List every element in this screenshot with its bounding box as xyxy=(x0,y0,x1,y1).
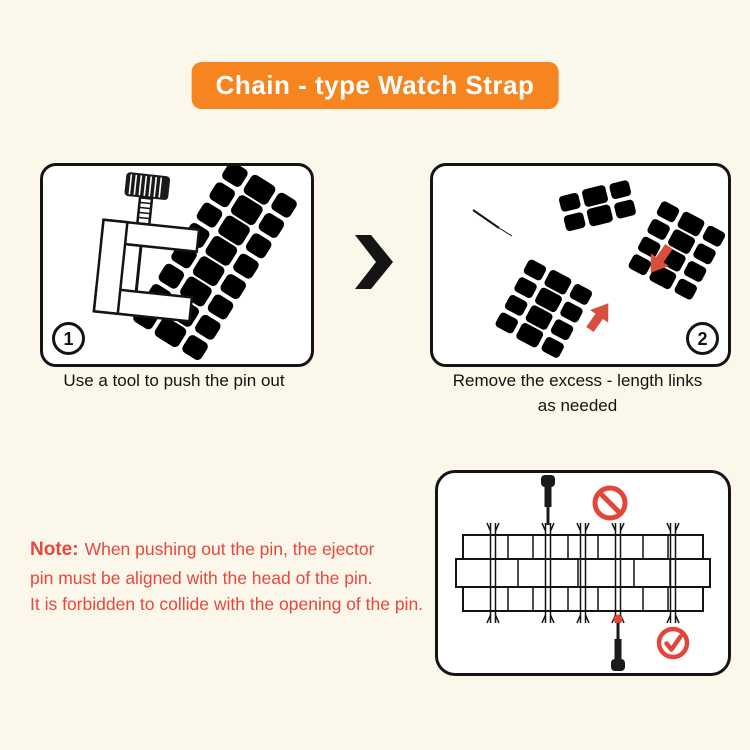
remove-links-illustration xyxy=(472,178,727,361)
next-step-arrow-icon xyxy=(355,235,393,289)
strap-cross-section xyxy=(455,534,711,612)
chain-segment-right xyxy=(626,199,727,302)
note-text: Note:When pushing out the pin, the eject… xyxy=(30,536,470,618)
note-line1: When pushing out the pin, the ejector xyxy=(84,539,375,559)
removed-link-piece xyxy=(557,178,637,233)
step2-caption-line1: Remove the excess - length links xyxy=(452,371,703,390)
note-line3: It is forbidden to collide with the open… xyxy=(30,594,424,615)
link-pins xyxy=(486,522,680,624)
step1-caption: Use a tool to push the pin out xyxy=(63,371,285,390)
step2-number: 2 xyxy=(697,328,708,349)
alignment-detail-panel xyxy=(435,470,731,676)
step2-panel: 2 xyxy=(430,163,731,367)
step2-caption: Remove the excess - length links as need… xyxy=(430,369,725,418)
top-ejector-pin xyxy=(541,475,555,525)
step2-number-badge: 2 xyxy=(686,322,719,355)
link-remover-tool xyxy=(92,172,201,323)
step1-number-badge: 1 xyxy=(52,322,85,355)
alignment-dot xyxy=(613,614,623,624)
loose-pin xyxy=(472,209,513,237)
check-icon xyxy=(656,626,690,660)
note-label: Note: xyxy=(30,539,79,560)
red-arrow-icon xyxy=(586,303,609,333)
bottom-ejector-pin xyxy=(611,614,625,671)
title-banner: Chain - type Watch Strap xyxy=(191,62,559,109)
red-arrow-icon xyxy=(650,243,673,273)
page-title: Chain - type Watch Strap xyxy=(215,70,535,100)
prohibition-icon xyxy=(592,485,628,521)
push-pin-tool-illustration xyxy=(92,166,300,363)
chain-segment-left xyxy=(493,257,594,361)
step1-panel: 1 xyxy=(40,163,314,367)
step2-caption-line2: as needed xyxy=(537,395,618,415)
step1-number: 1 xyxy=(63,328,74,349)
pin-alignment-diagram xyxy=(455,475,711,671)
note-line2: pin must be aligned with the head of the… xyxy=(30,567,373,588)
